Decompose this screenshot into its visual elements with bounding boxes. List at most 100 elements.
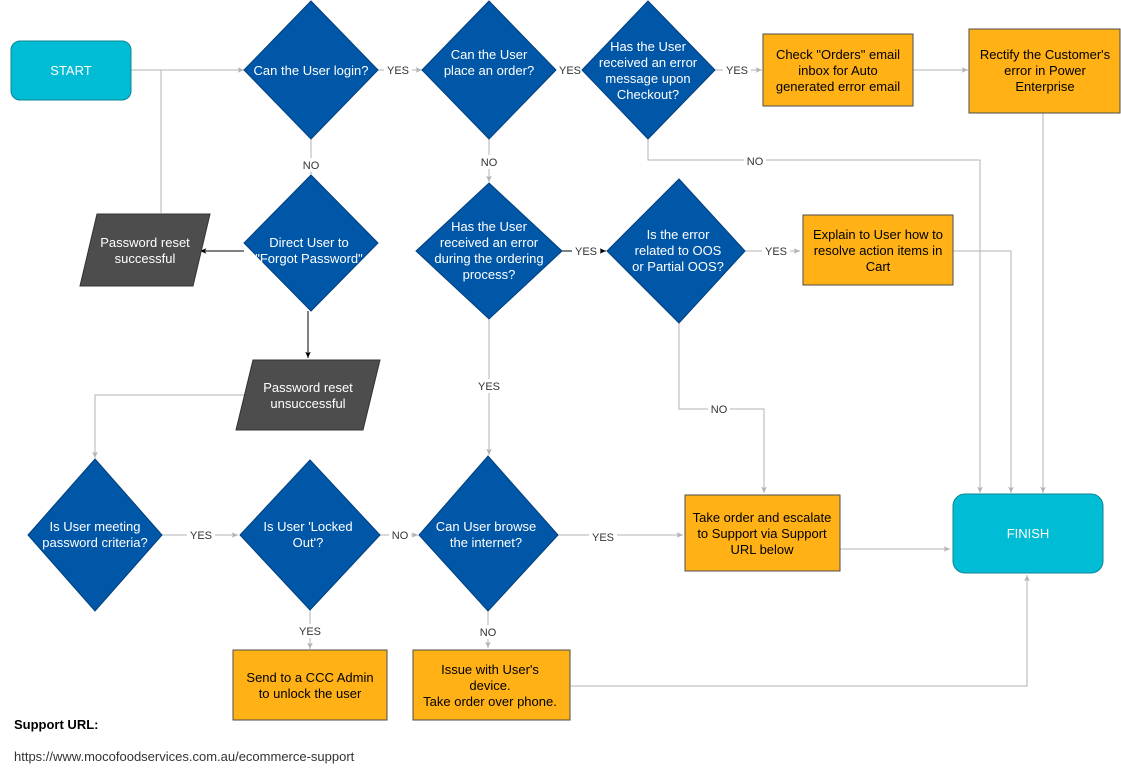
node-text-line: Can the User	[451, 47, 528, 62]
decision-can-order	[421, 0, 557, 140]
node-text-line: Can User browse	[436, 519, 536, 534]
node-text-line: message upon	[605, 71, 690, 86]
node-text-line: Enterprise	[1015, 79, 1074, 94]
node-text-line: device.	[469, 678, 510, 693]
process-check-orders-email	[762, 33, 914, 107]
node-text-line: FINISH	[1007, 526, 1050, 541]
label-browse-yes: YES	[592, 532, 614, 544]
label-ordering-error-yes-right: YES	[575, 246, 597, 258]
node-text-line: Explain to User how to	[813, 227, 943, 242]
can-login-text: Can the User login?	[254, 63, 369, 78]
node-text-line: received an error	[599, 55, 698, 70]
node-text-line: Password reset	[263, 380, 353, 395]
node-text-line: Take order and escalate	[693, 510, 832, 525]
node-text-line: error in Power	[1004, 63, 1086, 78]
edge-device-to-finish	[571, 575, 1030, 687]
node-text-line: Password reset	[100, 235, 190, 250]
support-url-link[interactable]: https://www.mocofoodservices.com.au/ecom…	[14, 749, 355, 764]
label-locked-no: NO	[392, 530, 409, 542]
node-text-line: Is User 'Locked	[263, 519, 352, 534]
node-text-line: successful	[115, 251, 176, 266]
process-device-issue	[412, 649, 571, 721]
process-explain-cart	[802, 214, 954, 286]
node-text-line: Send to a CCC Admin	[246, 670, 373, 685]
node-text-line: START	[50, 63, 91, 78]
label-criteria-yes: YES	[190, 530, 212, 542]
node-text-line: generated error email	[776, 79, 900, 94]
node-text-line: URL below	[730, 542, 794, 557]
node-text-line: resolve action items in	[814, 243, 943, 258]
label-checkout-yes: YES	[726, 65, 748, 77]
label-login-yes: YES	[387, 65, 409, 77]
finish-text: FINISH	[1007, 526, 1050, 541]
node-text-line: Direct User to	[269, 235, 348, 250]
edge-unsuccess-to-criteria	[92, 394, 245, 458]
node-text-line: "Forgot Password"	[255, 251, 363, 266]
start-text: START	[50, 63, 91, 78]
node-text-line: process?	[463, 267, 516, 282]
edge-checkout-no	[647, 138, 983, 493]
finish-node	[952, 493, 1104, 574]
decision-ordering-error	[415, 182, 563, 320]
node-text-line: Checkout?	[617, 87, 679, 102]
decision-browse-internet	[418, 455, 559, 612]
node-text-line: unsuccessful	[270, 396, 345, 411]
label-browse-no: NO	[480, 627, 497, 639]
process-rectify-error	[968, 28, 1121, 114]
node-text-line: password criteria?	[42, 535, 148, 550]
node-text-line: to unlock the user	[259, 686, 362, 701]
decision-password-criteria	[27, 458, 163, 612]
node-text-line: Can the User login?	[254, 63, 369, 78]
label-locked-yes: YES	[299, 626, 321, 638]
label-login-no: NO	[303, 160, 320, 172]
node-text-line: Issue with User's	[441, 662, 539, 677]
node-text-line: Is User meeting	[49, 519, 140, 534]
node-text-line: related to OOS	[635, 243, 722, 258]
decision-can-login	[243, 0, 379, 140]
io-reset-unsuccessful	[235, 359, 381, 431]
start-node	[10, 40, 132, 101]
label-order-yes: YES	[559, 65, 581, 77]
node-text-line: Out'?	[293, 535, 324, 550]
label-oos-no: NO	[711, 404, 728, 416]
decision-direct-forgot	[243, 174, 379, 312]
decision-oos-error	[606, 178, 746, 324]
label-ordering-error-yes-down: YES	[478, 381, 500, 393]
node-text-line: during the ordering	[434, 251, 543, 266]
node-text-line: Cart	[866, 259, 891, 274]
support-url-title: Support URL:	[14, 717, 99, 732]
node-text-line: to Support via Support	[697, 526, 827, 541]
label-oos-yes: YES	[765, 246, 787, 258]
node-text-line: Is the error	[647, 227, 711, 242]
direct-forgot-text: Direct User to"Forgot Password"	[255, 235, 363, 266]
node-text-line: inbox for Auto	[798, 63, 878, 78]
node-text-line: or Partial OOS?	[632, 259, 724, 274]
label-checkout-no: NO	[747, 156, 764, 168]
node-text-line: the internet?	[450, 535, 522, 550]
node-text-line: received an error	[440, 235, 539, 250]
decision-checkout-error	[581, 0, 716, 140]
node-text-line: place an order?	[444, 63, 534, 78]
node-text-line: Rectify the Customer's	[980, 47, 1111, 62]
io-reset-successful	[79, 213, 211, 287]
node-text-line: Has the User	[451, 219, 528, 234]
decision-locked-out	[239, 459, 381, 611]
node-text-line: Check "Orders" email	[776, 47, 900, 62]
node-text-line: Has the User	[610, 39, 687, 54]
node-text-line: Take order over phone.	[423, 694, 557, 709]
